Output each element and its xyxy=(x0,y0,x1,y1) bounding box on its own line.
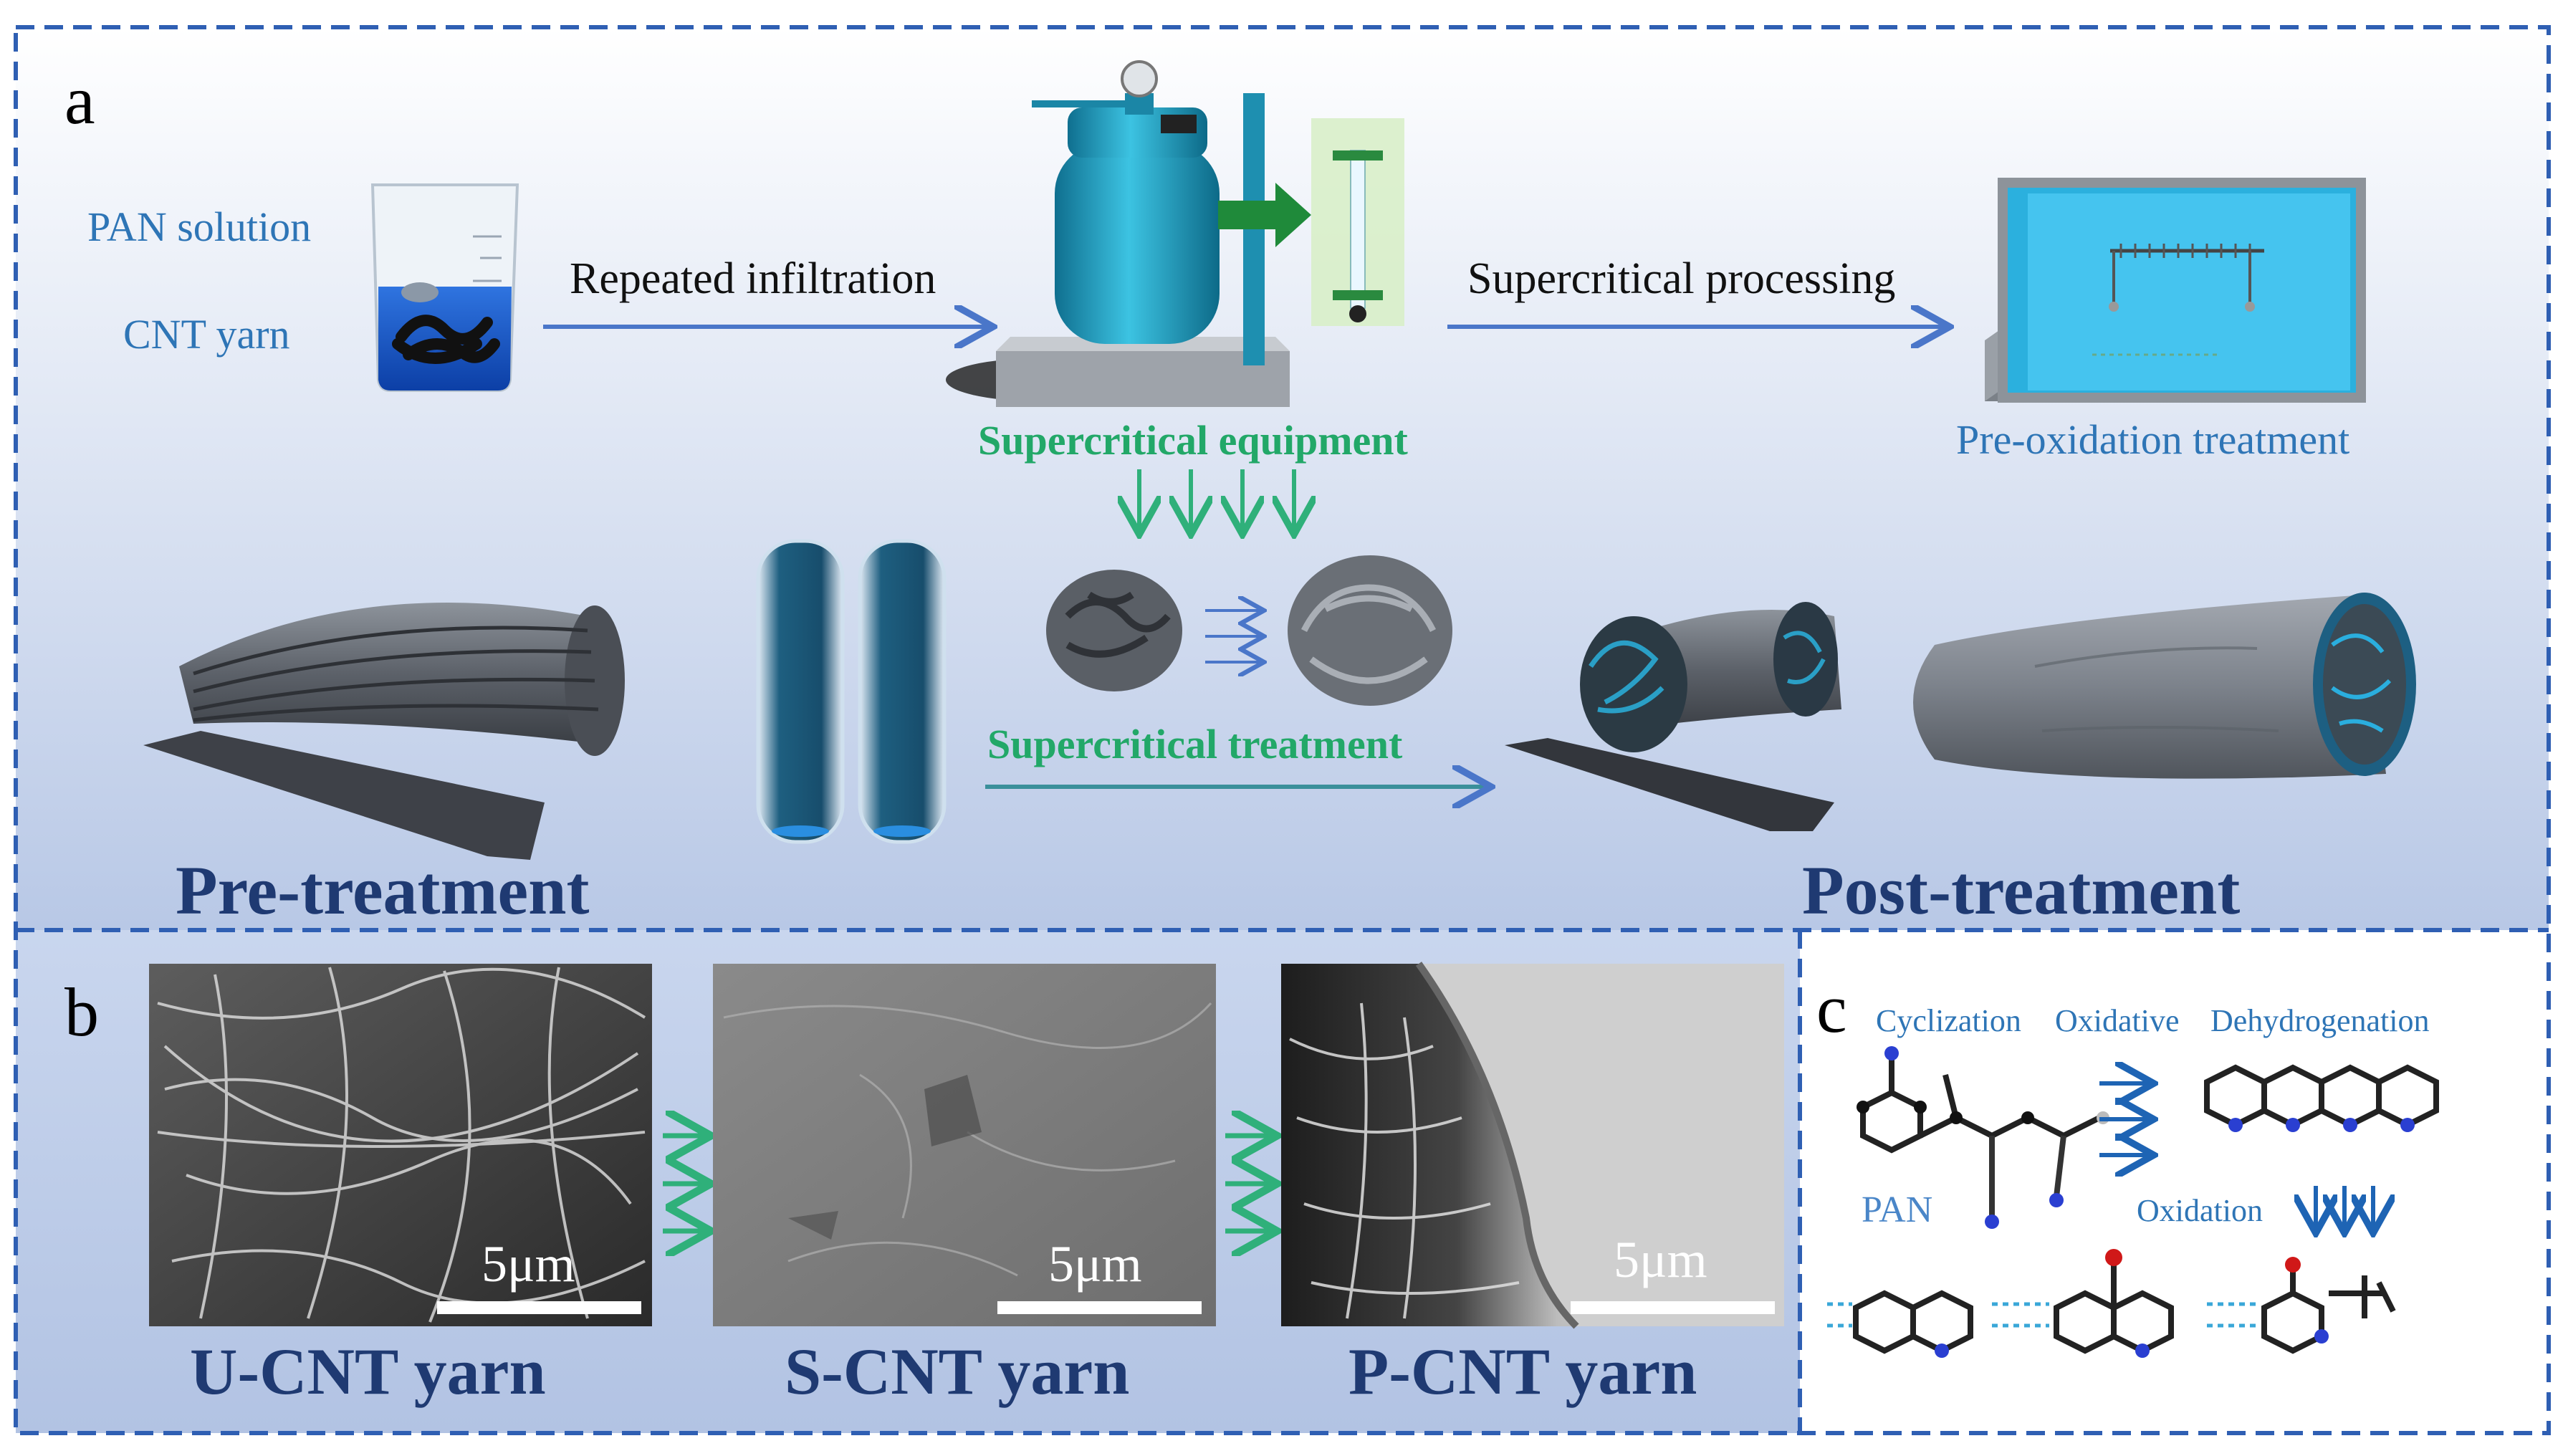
equipment-down-arrows xyxy=(1139,469,1294,530)
label-cyclization: Cyclization xyxy=(1876,1003,2021,1038)
title-s-cnt-yarn: S-CNT yarn xyxy=(785,1335,1130,1408)
oxidized-chain-atoms xyxy=(1935,1249,2329,1358)
outer-dashed-frame xyxy=(14,25,2551,1435)
label-supercritical-processing: Supercritical processing xyxy=(1467,254,1896,303)
post-treatment-yarn-illustration xyxy=(1505,602,1841,831)
label-cnt-yarn: CNT yarn xyxy=(123,311,290,358)
post-treatment-cylinder-illustration xyxy=(1913,593,2416,779)
label-pre-oxidation-treatment: Pre-oxidation treatment xyxy=(1956,416,2350,463)
title-p-cnt-yarn: P-CNT yarn xyxy=(1348,1335,1697,1408)
transition-arrows-b1 xyxy=(663,1136,706,1231)
sem-image-p-cnt xyxy=(1281,962,1784,1329)
yarn-cross-section-before xyxy=(1046,570,1182,691)
pre-oxidation-oven-illustration xyxy=(1985,178,2366,403)
label-oxidation: Oxidation xyxy=(2137,1193,2263,1228)
sem-image-s-cnt xyxy=(713,964,1216,1326)
label-pan-solution: PAN solution xyxy=(87,203,312,250)
title-post-treatment: Post-treatment xyxy=(1802,852,2241,929)
label-oxidative: Oxidative xyxy=(2055,1003,2180,1038)
infiltrated-tubes-illustration xyxy=(756,539,947,844)
panel-label-c: c xyxy=(1816,970,1847,1047)
transition-arrows-b2 xyxy=(1225,1136,1272,1231)
swelling-arrows xyxy=(1205,610,1261,662)
label-supercritical-treatment: Supercritical treatment xyxy=(987,721,1403,767)
yarn-cross-section-after xyxy=(1288,555,1452,706)
scale-label-s-cnt: 5μm xyxy=(1048,1235,1142,1293)
label-pan: PAN xyxy=(1862,1189,1933,1230)
label-dehydrogenation: Dehydrogenation xyxy=(2210,1003,2430,1038)
cyclization-arrows xyxy=(2099,1083,2150,1155)
panel-label-a: a xyxy=(64,62,95,138)
title-u-cnt-yarn: U-CNT yarn xyxy=(190,1335,546,1408)
ladder-atoms xyxy=(2228,1118,2415,1132)
beaker-illustration xyxy=(370,183,519,392)
sem-image-u-cnt xyxy=(149,964,652,1326)
panel-c-background xyxy=(1800,930,2549,1433)
title-pre-treatment: Pre-treatment xyxy=(176,852,590,929)
label-repeated-infiltration: Repeated infiltration xyxy=(570,254,936,303)
scale-label-p-cnt: 5μm xyxy=(1614,1231,1707,1288)
pan-molecule xyxy=(1860,1053,2101,1218)
oxidation-down-arrows xyxy=(2316,1186,2373,1229)
pre-treatment-yarn-illustration xyxy=(143,603,625,860)
label-supercritical-equipment: Supercritical equipment xyxy=(978,417,1408,464)
scale-label-u-cnt: 5μm xyxy=(482,1235,575,1293)
chain-continuation-dots xyxy=(1827,1302,2257,1328)
supercritical-vessel-illustration xyxy=(946,60,1404,407)
panel-label-b: b xyxy=(64,974,99,1050)
